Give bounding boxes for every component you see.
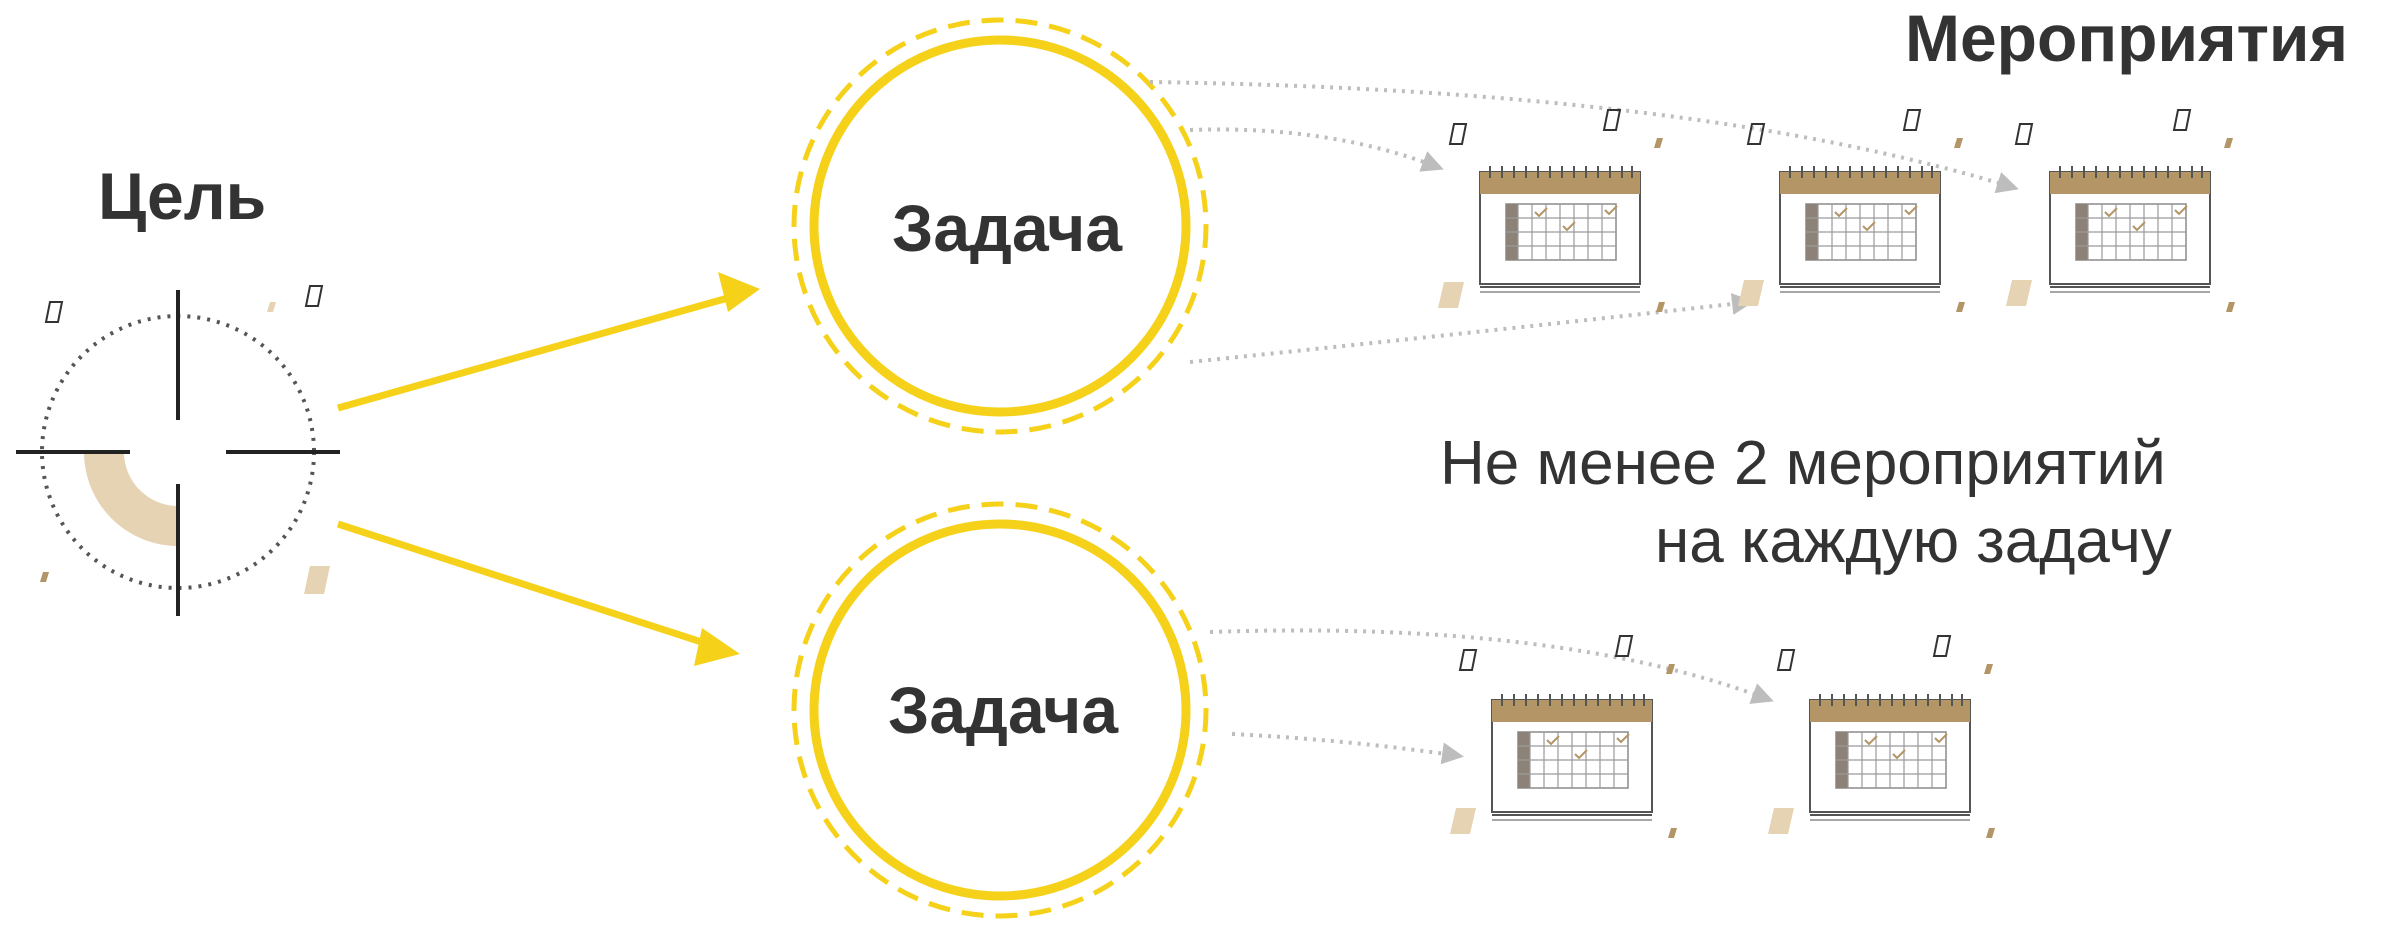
- task-activity-connectors: [1149, 80, 2019, 765]
- task-1-circle: [791, 17, 1209, 435]
- activity-calendar-5: [1768, 635, 1995, 838]
- goal-target-icon: [16, 285, 340, 616]
- activity-calendar-4: [1450, 635, 1677, 838]
- requirement-note: Не менее 2 мероприятий на каждую задачу: [1440, 425, 2340, 581]
- task-2-label: Задача: [888, 673, 1119, 747]
- activity-calendar-3: [2006, 109, 2235, 312]
- task-1-label: Задача: [892, 191, 1123, 265]
- requirement-note-line-1: Не менее 2 мероприятий: [1440, 429, 2166, 498]
- task-2-circle: [791, 501, 1209, 919]
- activity-calendar-2: [1738, 109, 1965, 312]
- activity-calendar-1: [1438, 109, 1665, 312]
- goal-label: Цель: [98, 159, 267, 233]
- requirement-note-line-2: на каждую задачу: [1655, 507, 2172, 576]
- activities-heading: Мероприятия: [1905, 1, 2348, 75]
- goal-to-task-arrows: [336, 272, 760, 666]
